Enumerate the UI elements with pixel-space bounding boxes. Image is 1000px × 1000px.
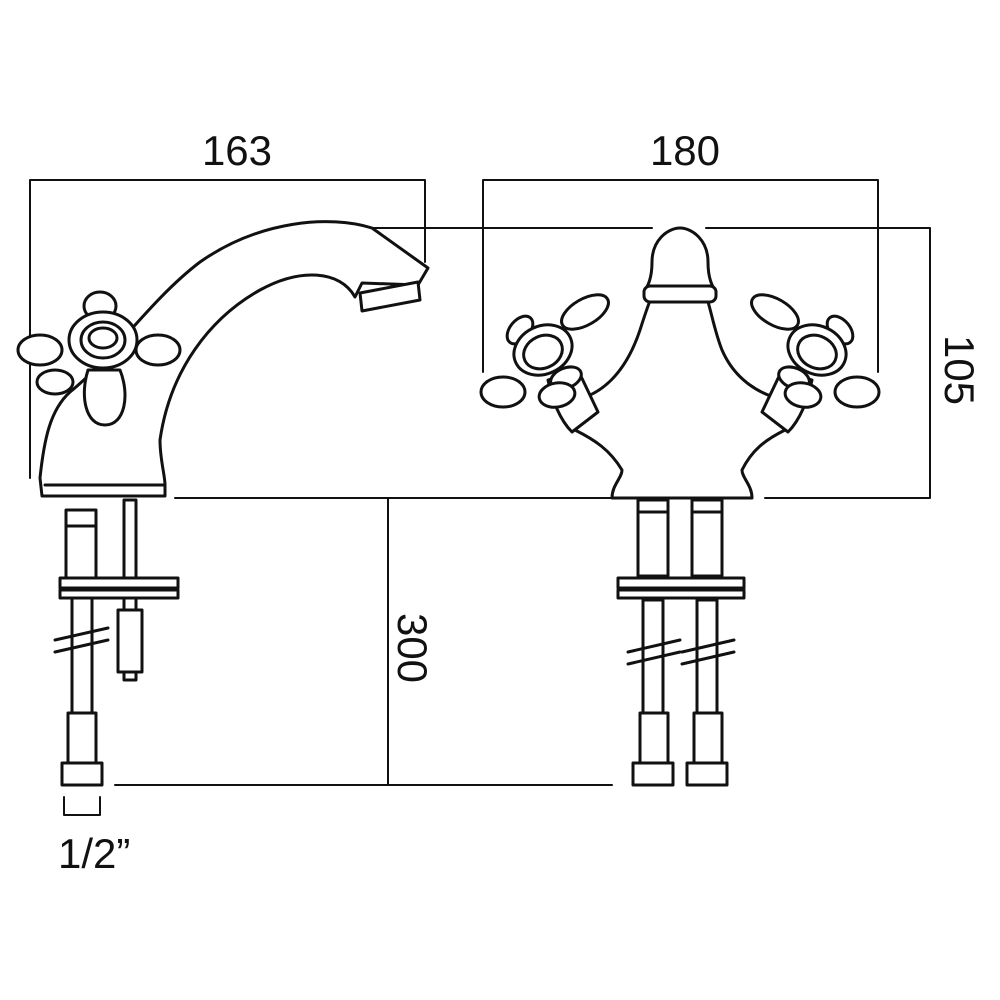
front-hose-right: [680, 498, 736, 787]
dimension-105-bracket: [366, 227, 931, 499]
dimension-105-label: 105: [936, 335, 983, 405]
front-view-tap: [479, 226, 881, 787]
front-handle-right: [750, 293, 881, 409]
front-hose-left: [626, 498, 682, 787]
dimension-180-bracket: [482, 179, 879, 373]
side-handle-cross: [16, 290, 182, 427]
front-top-cap: [642, 226, 718, 294]
side-hose-left: [53, 508, 110, 787]
front-backnut: [616, 576, 746, 600]
dimension-300-label: 300: [389, 613, 436, 683]
dimension-connector-bracket: [63, 796, 101, 816]
dimension-connector-label: 1/2”: [58, 830, 130, 877]
dimension-163-bracket: [29, 179, 426, 479]
front-handle-left: [479, 293, 610, 409]
dimension-180-label: 180: [650, 127, 720, 174]
dimension-300-bracket: [114, 497, 613, 786]
front-body: [573, 294, 787, 500]
dimension-163-label: 163: [202, 127, 272, 174]
side-backnut: [58, 576, 180, 600]
side-view-tap: [16, 220, 430, 787]
